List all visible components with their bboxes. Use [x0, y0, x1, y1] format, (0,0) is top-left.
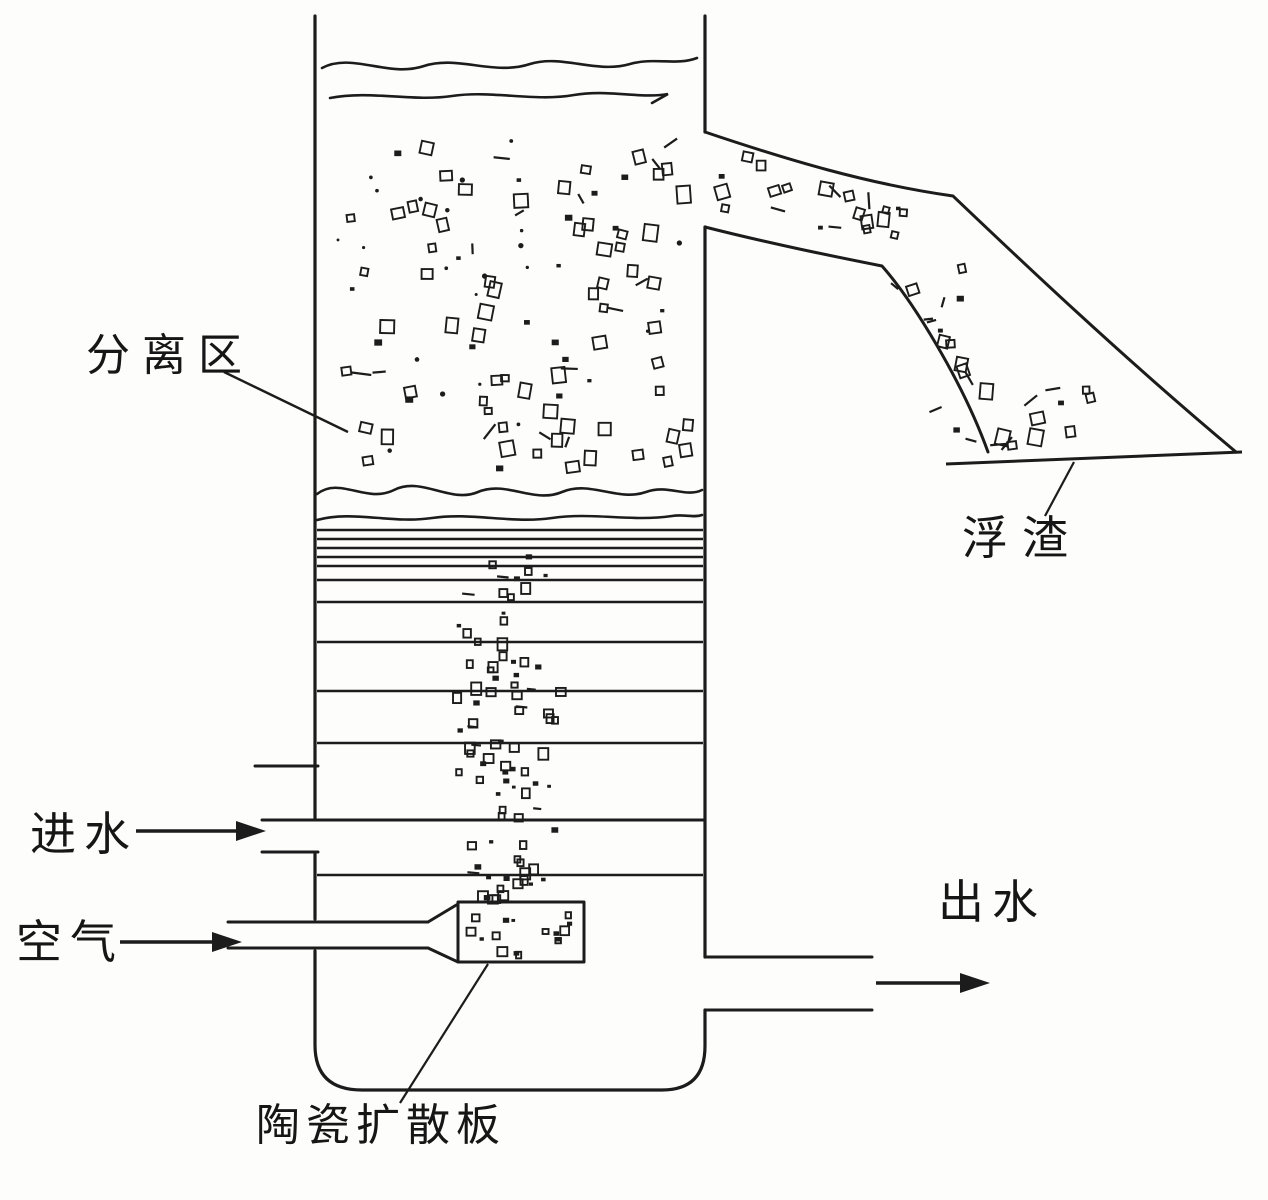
diffuser-plate-label: 陶瓷扩散板 [256, 1101, 506, 1150]
chute-particles [713, 150, 1097, 451]
separation-zone-particles [336, 137, 695, 475]
water-inlet-label: 进水 [30, 808, 138, 860]
scum-chute [703, 130, 1238, 454]
diffuser-particles [465, 911, 573, 960]
air-pipe [226, 920, 430, 950]
inlet-arrow [136, 821, 266, 841]
leader-line-diffuser [399, 963, 489, 1104]
interface-waves [315, 484, 704, 522]
air-arrow [120, 932, 242, 952]
diffuser-box [427, 900, 586, 964]
air-inlet-label: 空气 [16, 916, 124, 968]
water-surface-waves [320, 56, 699, 105]
leader-line-separation [223, 370, 349, 434]
water-outlet-label: 出水 [938, 876, 1046, 928]
inlet-pipe [253, 764, 705, 854]
leader-line-scum [1044, 461, 1075, 517]
bubble-stream-particles [452, 554, 567, 905]
outlet-arrow [876, 973, 990, 993]
plate-lines [317, 528, 703, 877]
flotation-column-outline [313, 14, 707, 1092]
scum-label: 浮渣 [962, 512, 1082, 564]
outlet-pipe [703, 955, 874, 1012]
ground-line [945, 450, 1243, 466]
separation-zone-label: 分离区 [86, 331, 254, 380]
